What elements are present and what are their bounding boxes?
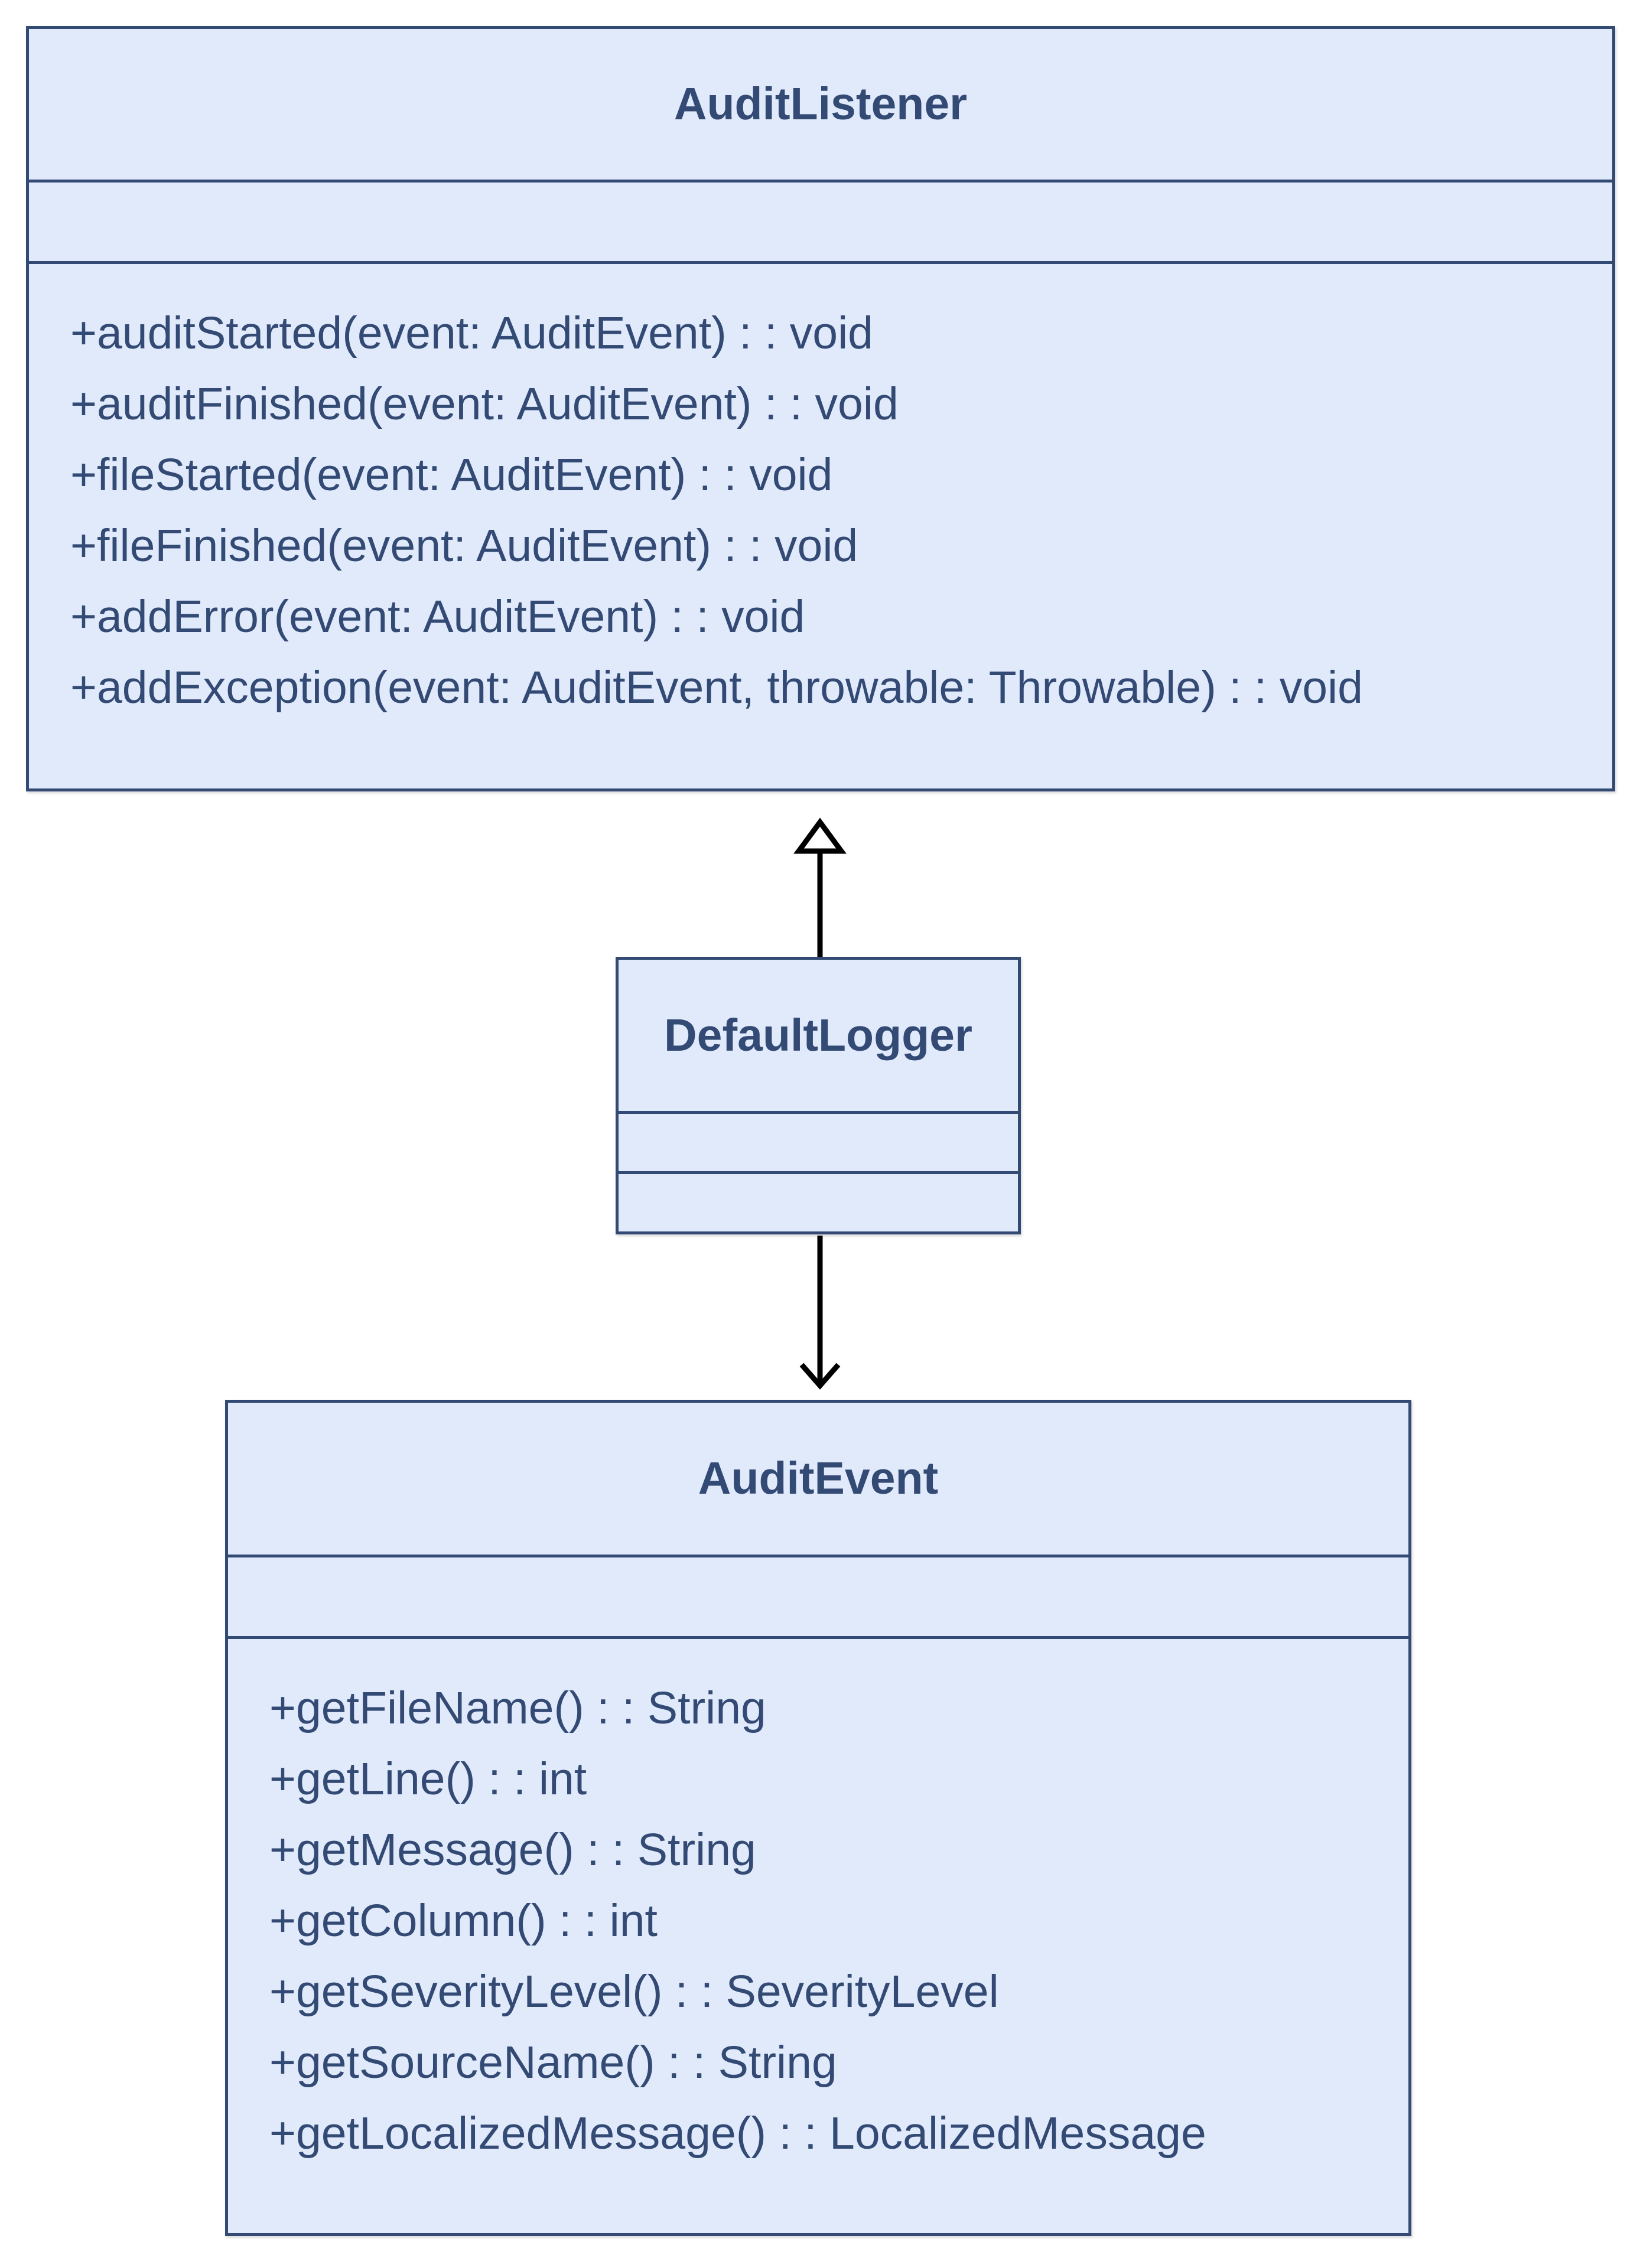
method-file-started: +fileStarted(event: AuditEvent) : : void bbox=[70, 449, 833, 500]
attributes-compartment bbox=[29, 183, 1612, 264]
class-default-logger[interactable]: DefaultLogger bbox=[616, 957, 1021, 1234]
method-get-line: +getLine() : : int bbox=[269, 1754, 587, 1804]
methods-compartment: +auditStarted(event: AuditEvent) : : voi… bbox=[29, 264, 1612, 723]
method-add-error: +addError(event: AuditEvent) : : void bbox=[70, 591, 805, 642]
realization-connector bbox=[793, 817, 847, 960]
class-audit-event[interactable]: AuditEvent +getFileName() : : String +ge… bbox=[225, 1400, 1411, 2236]
method-get-severity-level: +getSeverityLevel() : : SeverityLevel bbox=[269, 1966, 999, 2017]
method-audit-started: +auditStarted(event: AuditEvent) : : voi… bbox=[70, 308, 874, 359]
class-audit-listener[interactable]: AuditListener +auditStarted(event: Audit… bbox=[26, 26, 1615, 791]
class-name: DefaultLogger bbox=[619, 960, 1018, 1114]
method-audit-finished: +auditFinished(event: AuditEvent) : : vo… bbox=[70, 379, 899, 429]
hollow-triangle-arrowhead bbox=[793, 817, 847, 854]
class-name: AuditListener bbox=[29, 29, 1612, 183]
association-connector bbox=[799, 1236, 841, 1390]
method-get-source-name: +getSourceName() : : String bbox=[269, 2037, 837, 2088]
methods-compartment: +getFileName() : : String +getLine() : :… bbox=[228, 1639, 1408, 2169]
method-get-message: +getMessage() : : String bbox=[269, 1824, 756, 1875]
methods-compartment bbox=[619, 1174, 1018, 1231]
method-get-column: +getColumn() : : int bbox=[269, 1895, 658, 1946]
open-arrowhead bbox=[799, 1363, 841, 1390]
attributes-compartment bbox=[228, 1557, 1408, 1639]
method-get-file-name: +getFileName() : : String bbox=[269, 1683, 766, 1733]
method-add-exception: +addException(event: AuditEvent, throwab… bbox=[70, 662, 1363, 713]
class-name: AuditEvent bbox=[228, 1403, 1408, 1557]
method-get-localized-message: +getLocalizedMessage() : : LocalizedMess… bbox=[269, 2108, 1206, 2159]
method-file-finished: +fileFinished(event: AuditEvent) : : voi… bbox=[70, 520, 858, 571]
attributes-compartment bbox=[619, 1114, 1018, 1174]
